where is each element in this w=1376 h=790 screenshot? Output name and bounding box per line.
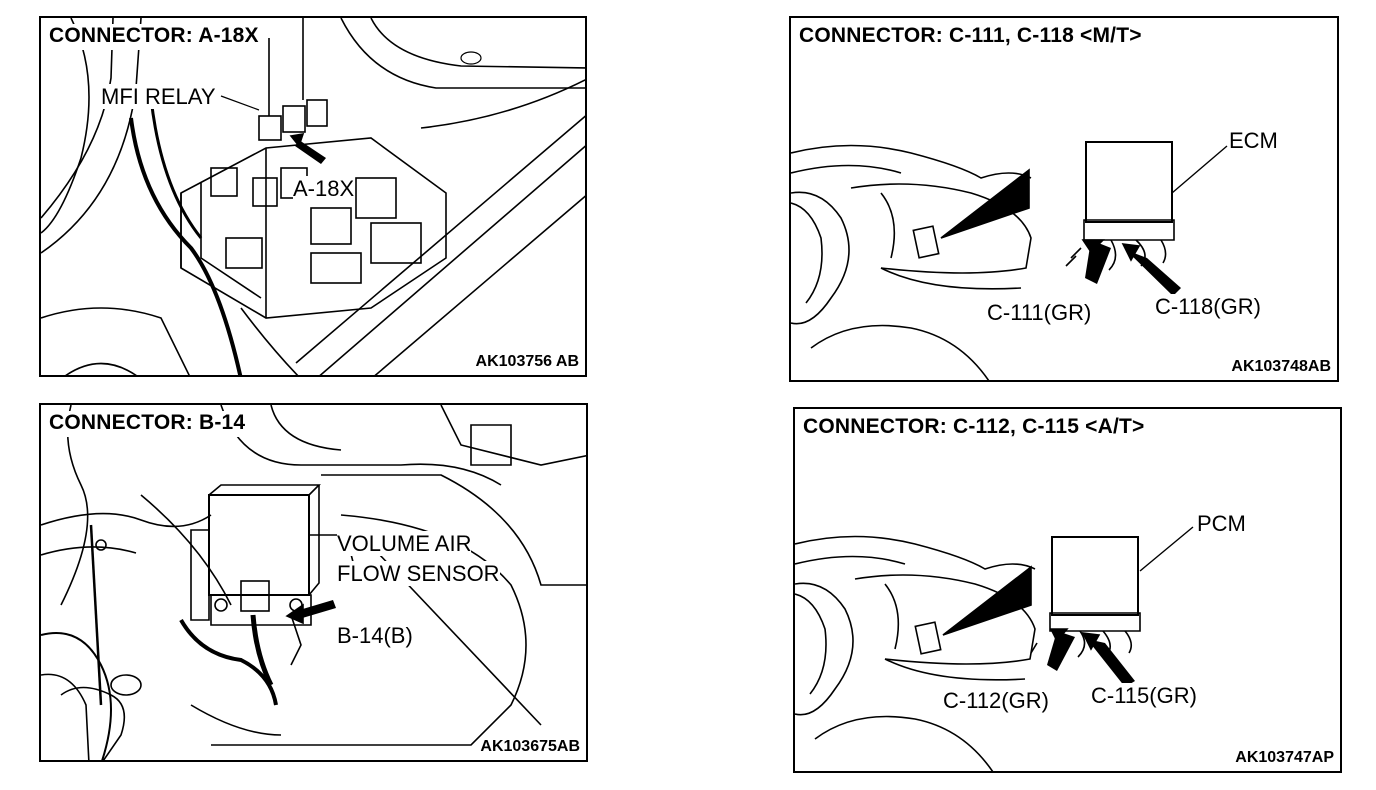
mfi-relay-label: MFI RELAY: [101, 84, 216, 110]
connector-a18x-label: A-18X: [293, 176, 355, 202]
panel-connector-c112-c115: CONNECTOR: C-112, C-115 <A/T> PCM C-112(…: [793, 407, 1342, 773]
connector-b14-label: B-14(B): [337, 623, 413, 649]
connector-c118-label: C-118(GR): [1155, 294, 1261, 320]
volume-air-label: VOLUME AIR: [337, 531, 472, 557]
panel-connector-a18x: CONNECTOR: A-18X MFI RELAY A-18X AK10375…: [39, 16, 587, 377]
dashboard-ecm-illustration: [791, 141, 1228, 380]
panel-connector-c111-c118: CONNECTOR: C-111, C-118 <M/T> ECM C-111(…: [789, 16, 1339, 382]
figure-code: AK103756 AB: [475, 353, 579, 371]
air-flow-sensor-illustration: [41, 405, 586, 760]
figure-code: AK103747AP: [1235, 749, 1334, 767]
pcm-label: PCM: [1197, 511, 1246, 537]
ecm-label: ECM: [1229, 128, 1278, 154]
panel-title: CONNECTOR: C-111, C-118 <M/T>: [799, 24, 1146, 50]
panel-title: CONNECTOR: A-18X: [49, 24, 263, 50]
flow-sensor-label: FLOW SENSOR: [337, 561, 500, 587]
connector-c112-label: C-112(GR): [943, 688, 1049, 714]
connector-c115-label: C-115(GR): [1091, 683, 1197, 709]
connector-c111-label: C-111(GR): [987, 300, 1092, 326]
panel-connector-b14: CONNECTOR: B-14 VOLUME AIR FLOW SENSOR B…: [39, 403, 588, 762]
dashboard-pcm-illustration: [795, 526, 1194, 771]
figure-code: AK103675AB: [480, 738, 580, 756]
figure-code: AK103748AB: [1231, 358, 1331, 376]
panel-title: CONNECTOR: B-14: [49, 411, 250, 437]
panel-title: CONNECTOR: C-112, C-115 <A/T>: [803, 415, 1149, 441]
